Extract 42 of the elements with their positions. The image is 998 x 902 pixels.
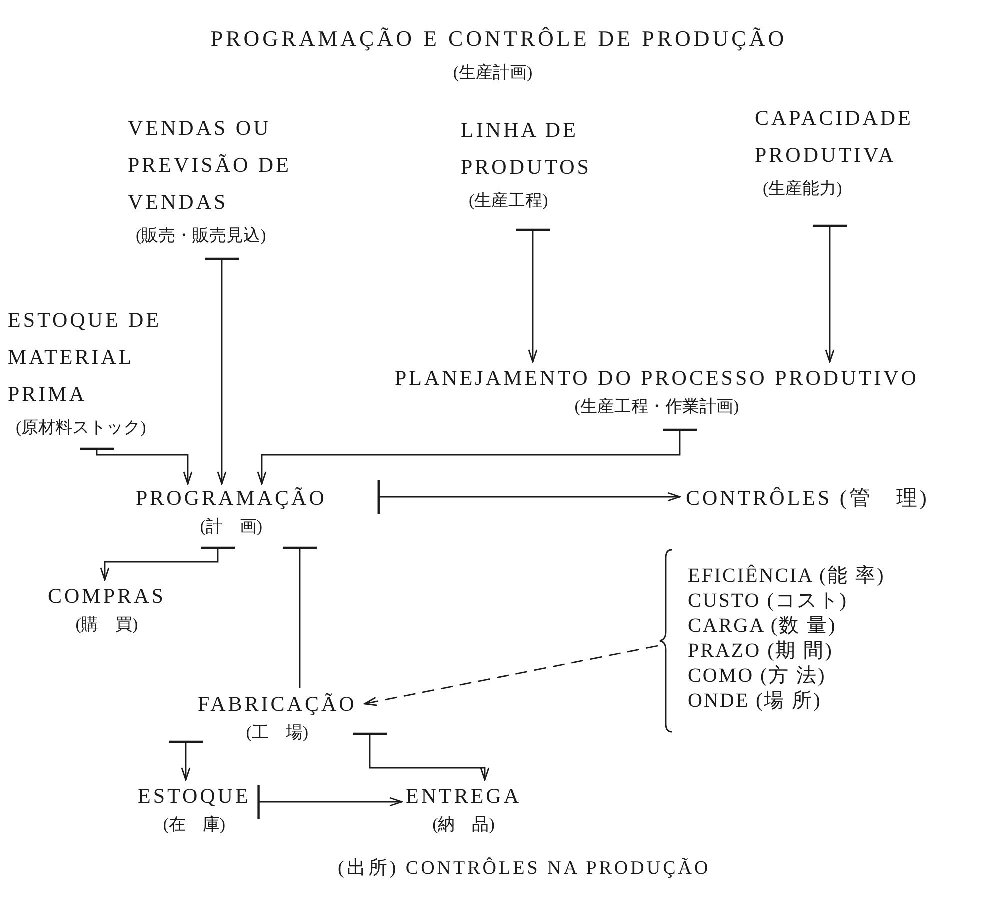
node-sublabel: (購 買) xyxy=(74,614,140,636)
list-item: PRAZO (期 間) xyxy=(688,639,834,664)
node-label: VENDAS OU PREVISÃO DE VENDAS xyxy=(128,115,292,216)
node-label: COMPRAS xyxy=(48,583,166,610)
connector-line xyxy=(282,546,318,688)
node-label: ENTREGA xyxy=(406,783,522,810)
node-label: PROGRAMAÇÃO xyxy=(136,485,327,512)
node-sublabel: (工 場) xyxy=(245,722,310,744)
title: PROGRAMAÇÃO E CONTRÔLE DE PRODUÇÃO xyxy=(210,25,788,53)
caption: (出所) CONTRÔLES NA PRODUÇÃO xyxy=(338,856,711,881)
arrow xyxy=(352,732,490,781)
node-sublabel: (生産能力) xyxy=(762,178,844,200)
arrow xyxy=(258,784,403,820)
arrow xyxy=(204,258,240,485)
node-label: ESTOQUE xyxy=(138,783,251,810)
node-label: ESTOQUE DE MATERIAL PRIMA xyxy=(8,307,163,408)
list-item: CARGA (数 量) xyxy=(688,614,838,639)
arrow xyxy=(78,448,193,485)
node-sublabel: (原材料ストック) xyxy=(15,417,148,439)
node-label: FABRICAÇÃO xyxy=(198,691,357,718)
node-sublabel: (生産工程) xyxy=(468,190,550,212)
list-item: EFICIÊNCIA (能 率) xyxy=(688,564,886,589)
arrow xyxy=(168,740,204,781)
node-sublabel: (納 品) xyxy=(432,814,496,836)
node-label: PLANEJAMENTO DO PROCESSO PRODUTIVO xyxy=(395,365,919,392)
arrow xyxy=(812,224,848,363)
subtitle: (生産計画) xyxy=(452,62,534,84)
list-item: ONDE (場 所) xyxy=(688,689,823,714)
node-sublabel: (計 画) xyxy=(199,516,264,538)
arrow xyxy=(514,228,552,363)
node-sublabel: (在 庫) xyxy=(162,814,227,836)
arrow xyxy=(100,546,236,581)
node-sublabel: (生産工程・作業計画) xyxy=(574,396,740,418)
arrow xyxy=(257,428,698,485)
arrow xyxy=(378,478,681,516)
list-item: CUSTO (コスト) xyxy=(688,589,850,614)
node-label: LINHA DE PRODUTOS xyxy=(461,117,592,181)
dashed-arrow xyxy=(364,645,658,706)
list-item: COMO (方 法) xyxy=(688,664,828,689)
node-sublabel: (販売・販売見込) xyxy=(135,225,268,247)
node-label: CAPACIDADE PRODUTIVA xyxy=(755,105,914,169)
node-label: CONTRÔLES (管 理) xyxy=(686,485,930,512)
